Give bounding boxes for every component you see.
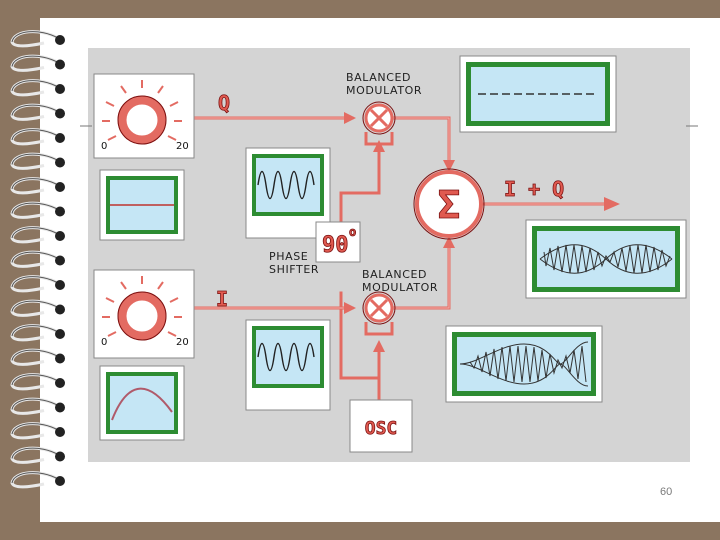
phase-shifter-label-1: PHASE — [269, 250, 308, 263]
dial-q-max: 20 — [176, 141, 189, 152]
osc-branch-scope — [339, 344, 381, 380]
arrow-top-mod-up — [373, 140, 385, 152]
oscillator-label: OSC — [365, 418, 398, 439]
phase-value: 90 — [322, 233, 349, 258]
spiral-ring — [10, 152, 65, 170]
spiral-ring — [10, 177, 65, 195]
spiral-ring — [10, 397, 65, 415]
arrow-sum-top — [443, 160, 455, 172]
spiral-ring — [10, 79, 65, 97]
spiral-ring — [10, 226, 65, 244]
arrow-output — [604, 197, 620, 211]
spiral-ring — [10, 299, 65, 317]
spiral-ring — [10, 422, 65, 440]
signal-lines-inner — [193, 117, 608, 309]
top-modulator-label-2: MODULATOR — [346, 84, 422, 97]
spiral-ring — [10, 30, 65, 48]
arrowheads — [344, 112, 620, 352]
page-number: 60 — [660, 486, 673, 498]
dial-i-max: 20 — [176, 337, 189, 348]
scope-q-flat — [99, 169, 185, 241]
dial-i[interactable]: 0 20 — [93, 269, 195, 359]
summer: Σ — [413, 168, 485, 240]
q-label: Q — [218, 91, 230, 115]
scope-bottom-sine — [245, 319, 331, 411]
sum-symbol: Σ — [438, 183, 461, 227]
dial-q-ticks — [102, 80, 182, 141]
arrow-q — [344, 112, 356, 124]
oscillator: OSC — [349, 399, 413, 453]
dial-i-ticks — [102, 276, 182, 337]
spiral-ring — [10, 128, 65, 146]
spiral-ring — [10, 103, 65, 121]
dial-q-min: 0 — [101, 141, 107, 152]
scope-i-curve — [99, 365, 185, 441]
i-label: I — [216, 287, 228, 311]
spiral-ring — [10, 54, 65, 72]
spiral-ring — [10, 373, 65, 391]
arrow-sum-bottom — [443, 236, 455, 248]
spiral-ring — [10, 446, 65, 464]
balanced-modulator-bottom — [362, 291, 396, 336]
balanced-modulator-top — [362, 101, 396, 146]
top-modulator-label-1: BALANCED — [346, 71, 411, 84]
scope-output — [525, 219, 687, 299]
spiral-binding — [10, 30, 65, 489]
bottom-modulator-label-2: MODULATOR — [362, 281, 438, 294]
phase-shifter: 90 o — [315, 221, 361, 263]
phase-to-top — [339, 146, 381, 224]
arrow-i — [344, 302, 356, 314]
spiral-ring — [10, 471, 65, 489]
dial-q[interactable]: 0 20 — [93, 73, 195, 159]
spiral-ring — [10, 250, 65, 268]
spiral-ring — [10, 324, 65, 342]
scope-top-right — [459, 55, 617, 133]
spiral-ring — [10, 275, 65, 293]
bottom-modulator-label-1: BALANCED — [362, 268, 427, 281]
output-label: I + Q — [504, 177, 564, 201]
phase-unit: o — [349, 225, 356, 239]
phase-shifter-label-2: SHIFTER — [269, 263, 319, 276]
arrow-bottom-mod-up — [373, 340, 385, 352]
scope-i-modulated — [445, 325, 603, 403]
spiral-ring — [10, 201, 65, 219]
spiral-ring — [10, 348, 65, 366]
dial-i-min: 0 — [101, 337, 107, 348]
